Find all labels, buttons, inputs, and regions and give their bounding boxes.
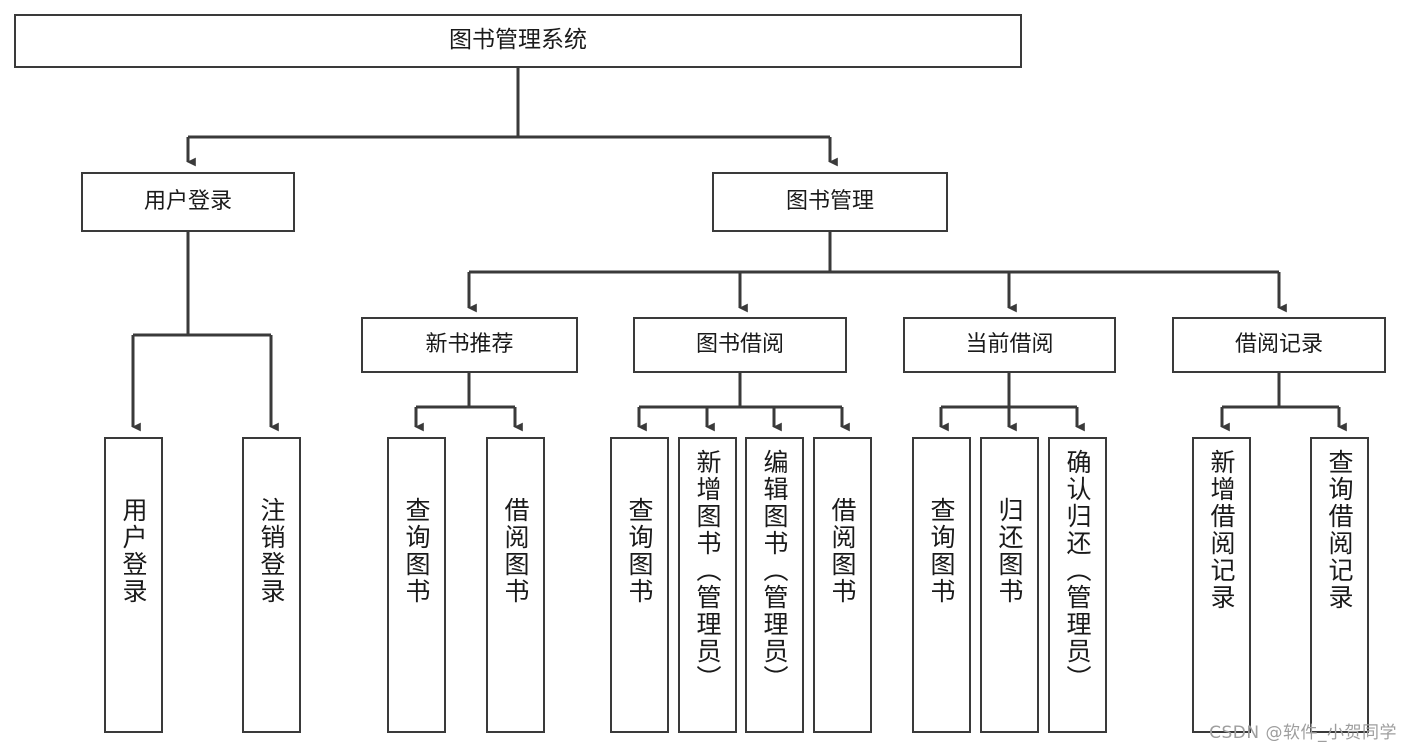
node-new-book-recommend-label: 新书推荐 [425, 332, 514, 358]
node-book-borrow[interactable]: 图书借阅 [633, 317, 847, 373]
node-leaf-confirm-return[interactable]: 确认归还（管理员） [1048, 437, 1107, 733]
node-leaf-query-record-label: 查询借阅记录 [1325, 449, 1354, 611]
node-leaf-query-book-3[interactable]: 查询图书 [912, 437, 971, 733]
node-leaf-borrow-book-2[interactable]: 借阅图书 [813, 437, 872, 733]
node-user-login[interactable]: 用户登录 [81, 172, 295, 232]
node-leaf-return-book-label: 归还图书 [995, 497, 1024, 605]
node-book-management-label: 图书管理 [785, 189, 874, 215]
node-leaf-add-book-label: 新增图书（管理员） [693, 449, 722, 692]
node-leaf-query-book-2[interactable]: 查询图书 [610, 437, 669, 733]
node-root[interactable]: 图书管理系统 [14, 14, 1022, 68]
node-book-management[interactable]: 图书管理 [712, 172, 948, 232]
node-leaf-user-logout[interactable]: 注销登录 [242, 437, 301, 733]
node-leaf-edit-book-label: 编辑图书（管理员） [760, 449, 789, 692]
node-leaf-return-book[interactable]: 归还图书 [980, 437, 1039, 733]
node-leaf-add-record[interactable]: 新增借阅记录 [1192, 437, 1251, 733]
node-leaf-user-logout-label: 注销登录 [257, 497, 286, 605]
node-new-book-recommend[interactable]: 新书推荐 [361, 317, 578, 373]
node-leaf-borrow-book-1[interactable]: 借阅图书 [486, 437, 545, 733]
node-user-login-label: 用户登录 [143, 189, 232, 215]
node-leaf-query-book-2-label: 查询图书 [625, 497, 654, 605]
node-current-borrow[interactable]: 当前借阅 [903, 317, 1116, 373]
node-leaf-query-book-3-label: 查询图书 [927, 497, 956, 605]
node-leaf-edit-book[interactable]: 编辑图书（管理员） [745, 437, 804, 733]
node-leaf-confirm-return-label: 确认归还（管理员） [1063, 449, 1092, 692]
node-leaf-query-book-1-label: 查询图书 [402, 497, 431, 605]
node-leaf-user-login-label: 用户登录 [119, 497, 148, 605]
node-leaf-borrow-book-1-label: 借阅图书 [501, 497, 530, 605]
node-leaf-query-record[interactable]: 查询借阅记录 [1310, 437, 1369, 733]
node-leaf-add-book[interactable]: 新增图书（管理员） [678, 437, 737, 733]
node-book-borrow-label: 图书借阅 [695, 332, 784, 358]
node-current-borrow-label: 当前借阅 [965, 332, 1054, 358]
node-borrow-record[interactable]: 借阅记录 [1172, 317, 1386, 373]
node-leaf-query-book-1[interactable]: 查询图书 [387, 437, 446, 733]
node-root-label: 图书管理系统 [449, 27, 587, 54]
node-borrow-record-label: 借阅记录 [1234, 332, 1323, 358]
node-leaf-add-record-label: 新增借阅记录 [1207, 449, 1236, 611]
node-leaf-user-login[interactable]: 用户登录 [104, 437, 163, 733]
node-leaf-borrow-book-2-label: 借阅图书 [828, 497, 857, 605]
